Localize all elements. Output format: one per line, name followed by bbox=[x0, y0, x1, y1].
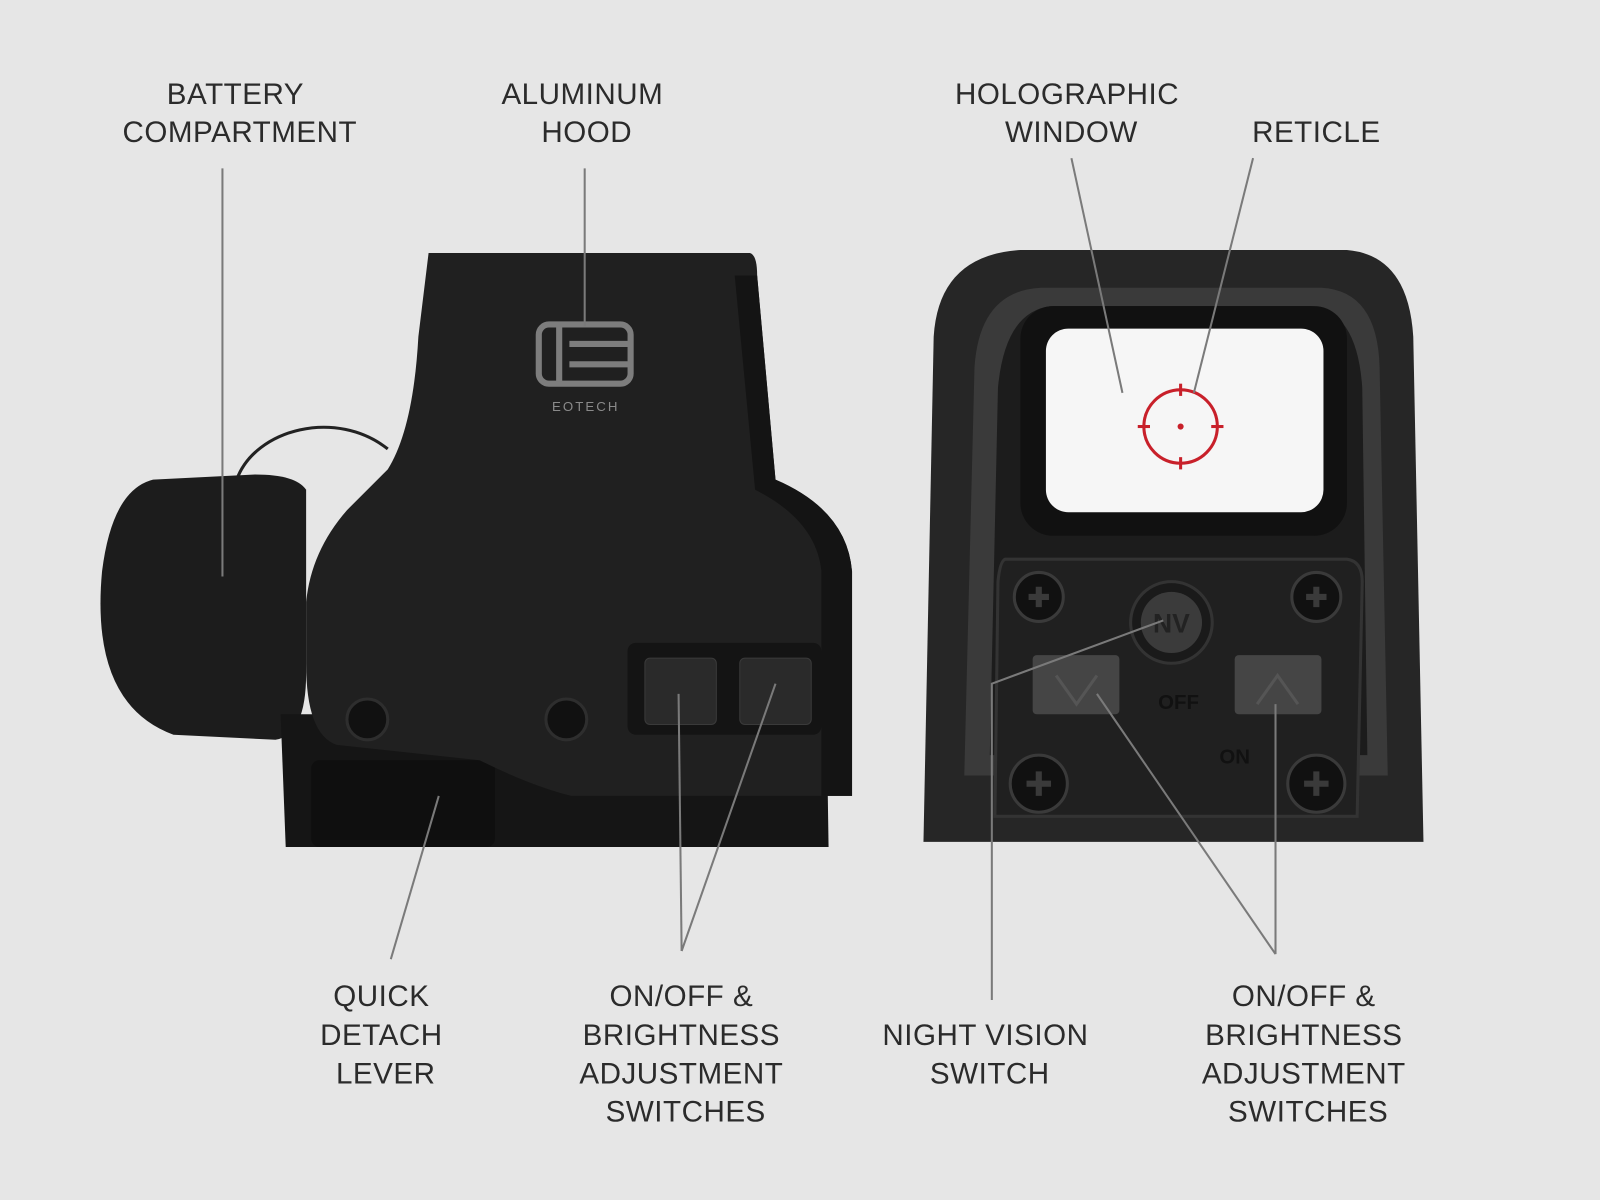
quick-detach-lever-shape bbox=[311, 760, 495, 847]
battery-wire bbox=[235, 425, 389, 481]
leader-reticle bbox=[1192, 157, 1255, 394]
label-reticle: RETICLE bbox=[1252, 116, 1380, 149]
up-arrow-icon bbox=[1255, 672, 1300, 705]
left-switch-up bbox=[739, 657, 812, 725]
leader-left-switch-2 bbox=[680, 683, 777, 952]
screw bbox=[345, 697, 390, 742]
label-night-vision-switch: NIGHT VISION SWITCH bbox=[882, 1019, 1097, 1091]
holographic-window-glass bbox=[1045, 328, 1324, 513]
reticle-icon bbox=[1137, 383, 1224, 470]
off-mark: OFF bbox=[1158, 692, 1199, 714]
left-switch-down bbox=[644, 657, 717, 725]
leader-night-vision bbox=[990, 619, 1164, 1000]
label-aluminum-hood: ALUMINUM HOOD bbox=[501, 78, 672, 149]
label-holographic-window: HOLOGRAPHIC WINDOW bbox=[955, 78, 1188, 149]
control-panel bbox=[993, 557, 1364, 818]
label-quick-detach-lever: QUICK DETACH LEVER bbox=[320, 980, 451, 1091]
label-right-switches: ON/OFF & BRIGHTNESS ADJUSTMENT SWITCHES bbox=[1202, 980, 1415, 1128]
leader-left-switch-1 bbox=[677, 693, 683, 952]
nv-text: NV bbox=[1153, 609, 1190, 639]
nv-switch bbox=[1140, 591, 1203, 654]
leader-right-switch-1 bbox=[1096, 693, 1277, 955]
rear-view-sight: NV OFF ON bbox=[923, 250, 1424, 842]
on-mark: ON bbox=[1219, 746, 1250, 768]
label-left-switches: ON/OFF & BRIGHTNESS ADJUSTMENT SWITCHES bbox=[579, 980, 792, 1128]
battery-cap bbox=[100, 474, 307, 740]
leader-quick-detach bbox=[389, 795, 440, 960]
right-switch-down bbox=[1032, 655, 1120, 715]
leader-lines bbox=[221, 157, 1277, 1000]
down-arrow-icon bbox=[1054, 674, 1099, 707]
logo-text: EOTECH bbox=[552, 399, 619, 414]
leader-window bbox=[1070, 157, 1124, 394]
right-switch-up bbox=[1234, 655, 1322, 715]
label-battery-compartment: BATTERY COMPARTMENT bbox=[123, 78, 358, 149]
screw bbox=[544, 697, 589, 742]
side-view-sight: EOTECH bbox=[100, 253, 853, 847]
